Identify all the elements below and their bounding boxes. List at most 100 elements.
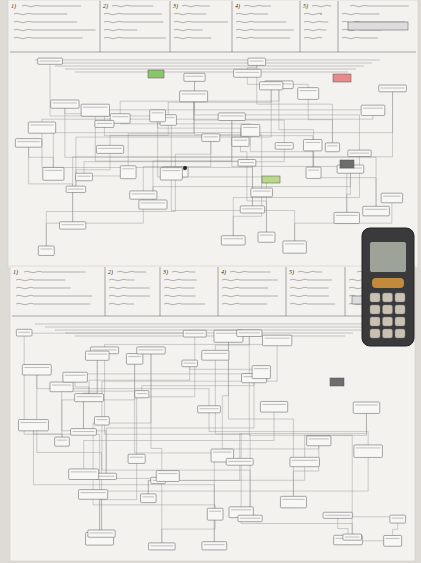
state-box: [325, 143, 339, 152]
wire: [102, 425, 250, 515]
wire: [232, 121, 347, 213]
wire: [65, 108, 376, 206]
state-box: [234, 69, 261, 77]
wire: [215, 350, 241, 517]
state-box: [283, 241, 306, 253]
box-text-blur: [381, 88, 405, 89]
wire: [171, 180, 294, 241]
state-box: [323, 512, 352, 518]
handwriting-scribble: [16, 279, 65, 281]
box-text-blur: [236, 72, 259, 73]
box-text-blur: [128, 356, 140, 357]
box-text-blur: [239, 332, 260, 333]
box-text-blur: [30, 125, 53, 126]
highlighted-box: [340, 160, 354, 168]
state-box: [81, 104, 109, 116]
box-text-blur: [139, 349, 163, 350]
state-box: [78, 490, 107, 500]
state-box: [130, 191, 157, 199]
wire: [106, 383, 254, 474]
box-text-blur: [262, 84, 281, 85]
box-text-blur: [292, 460, 317, 461]
wire: [313, 139, 376, 215]
highlighted-box: [333, 74, 351, 82]
handwriting-scribble: [117, 271, 146, 273]
phone-screen: [370, 242, 406, 272]
state-box: [69, 469, 99, 480]
wire: [228, 330, 293, 508]
box-text-blur: [355, 404, 378, 405]
box-text-blur: [220, 115, 243, 116]
wire: [42, 105, 373, 133]
box-text-blur: [137, 393, 147, 394]
handwriting-scribble: [290, 279, 332, 281]
box-text-blur: [141, 202, 165, 203]
state-box: [334, 212, 359, 223]
wire: [46, 177, 175, 246]
wire: [75, 366, 261, 383]
state-box: [120, 166, 136, 179]
box-text-blur: [242, 208, 262, 209]
state-box: [182, 360, 198, 367]
handwriting-scribble: [182, 5, 210, 7]
note-number: 2): [108, 269, 113, 275]
box-text-blur: [350, 153, 369, 154]
state-box: [148, 543, 175, 550]
note-separator: [286, 267, 287, 316]
wire: [120, 89, 279, 114]
state-box: [238, 515, 262, 521]
state-box: [51, 100, 79, 108]
box-text-blur: [96, 419, 107, 420]
wire: [73, 92, 393, 222]
phone-key: [370, 305, 380, 314]
handwriting-scribble: [174, 37, 211, 39]
box-text-blur: [78, 176, 91, 177]
initial-state: [183, 166, 187, 170]
wire: [75, 336, 345, 337]
handwriting-scribble: [236, 13, 268, 15]
wire: [62, 354, 135, 447]
wire: [168, 90, 271, 115]
state-box: [207, 508, 223, 520]
note-separator: [345, 267, 346, 316]
box-text-blur: [20, 422, 46, 423]
state-box: [238, 160, 256, 167]
phone-key: [395, 305, 405, 314]
box-text-blur: [308, 170, 319, 171]
phone-key: [395, 329, 405, 338]
note-separator: [100, 1, 101, 52]
state-box: [290, 457, 319, 466]
state-box: [348, 150, 371, 156]
note-rule: [10, 52, 416, 53]
state-box: [226, 458, 253, 465]
handwriting-scribble: [14, 37, 83, 39]
phone-nav-key: [372, 278, 404, 288]
wire: [105, 347, 251, 522]
state-box: [50, 382, 73, 392]
wire: [93, 490, 215, 521]
state-box: [354, 445, 383, 458]
handwriting-scribble: [109, 295, 150, 297]
box-text-blur: [24, 367, 49, 368]
wire: [35, 324, 377, 325]
handwriting-scribble: [304, 37, 322, 39]
state-box: [237, 330, 262, 337]
handwriting-scribble: [14, 29, 95, 31]
handwriting-scribble: [304, 13, 322, 15]
state-box: [280, 496, 306, 507]
handwriting-scribble: [298, 271, 322, 273]
wire: [76, 82, 271, 193]
state-box: [63, 372, 88, 382]
wire: [45, 63, 372, 64]
box-text-blur: [182, 93, 206, 94]
handwriting-scribble: [104, 13, 162, 15]
phone-key: [383, 329, 393, 338]
handwriting-scribble: [312, 5, 331, 7]
wire: [240, 402, 367, 465]
state-box: [160, 168, 182, 180]
handwriting-scribble: [109, 279, 135, 281]
wire: [53, 85, 392, 180]
note-number: 2): [103, 3, 108, 9]
box-text-blur: [383, 196, 400, 197]
wire: [42, 122, 252, 213]
